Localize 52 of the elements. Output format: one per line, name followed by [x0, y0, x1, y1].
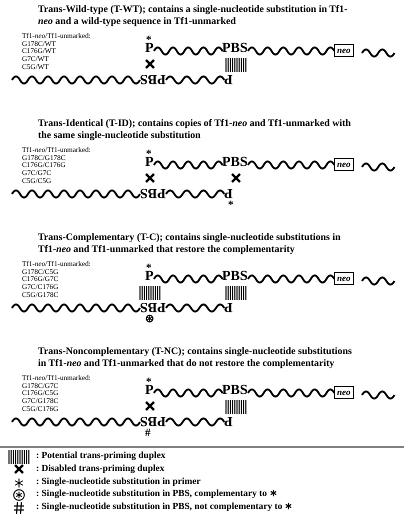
gene-box: neo	[334, 158, 354, 171]
rna-strand	[164, 418, 225, 426]
rna-strand	[152, 160, 223, 170]
gene-box: neo	[334, 386, 354, 399]
rna-strand	[164, 190, 225, 198]
primer-label: P	[224, 185, 233, 199]
rna-strand	[360, 390, 395, 399]
primer-label: P	[224, 71, 233, 85]
substitution-mark: ⊛	[145, 314, 154, 325]
pbs-label: PBS	[140, 185, 166, 199]
primer-label: P	[145, 270, 154, 284]
primer-label: P	[224, 413, 233, 427]
rna-strand	[152, 388, 223, 398]
pbs-label: PBS	[222, 156, 248, 170]
rna-strand	[360, 48, 395, 57]
rna-strand	[246, 160, 335, 170]
legend-text: : Potential trans-priming duplex	[36, 452, 166, 462]
rna-strand	[11, 418, 141, 426]
pbs-label: PBS	[140, 413, 166, 427]
primer-label: P	[145, 156, 154, 170]
rna-strand	[11, 304, 141, 312]
primer-label: P	[224, 299, 233, 313]
panel-heading: Trans-Identical (T-ID); contains copies of Tf1-neo and Tf1-unmarked with the same single-nucleotide substitution	[38, 118, 352, 141]
pbs-label: PBS	[140, 299, 166, 313]
pbs-label: PBS	[140, 71, 166, 85]
rna-strand	[246, 388, 335, 398]
primer-label: P	[145, 42, 154, 56]
rna-strand	[152, 46, 223, 56]
primer-label: P	[145, 384, 154, 398]
gene-box: neo	[334, 272, 354, 285]
rna-strand	[11, 190, 141, 198]
pbs-label: PBS	[222, 384, 248, 398]
rna-strand	[164, 76, 225, 84]
rna-strand	[11, 76, 141, 84]
legend-text: : Disabled trans-priming duplex	[36, 464, 164, 474]
pbs-label: PBS	[222, 42, 248, 56]
rna-strand	[246, 274, 335, 284]
panel-heading: Trans-Complementary (T-C); contains single-nucleotide substitutions in Tf1-neo and Tf1-unmarked that restore the complementarity	[38, 232, 342, 255]
rna-strand	[152, 274, 223, 284]
rna-strand	[246, 46, 335, 56]
pbs-label: PBS	[222, 270, 248, 284]
rna-strand	[164, 304, 225, 312]
legend-text: : Single-nucleotide substitution in PBS, not complementary to ∗	[36, 503, 293, 513]
substitution-mark: *	[228, 200, 234, 211]
legend-text: : Single-nucleotide substitution in PBS, complementary to ∗	[36, 490, 278, 500]
substitution-mark: #	[145, 428, 150, 439]
legend-text: : Single-nucleotide substitution in primer	[36, 478, 201, 487]
rna-strand	[360, 162, 395, 171]
gene-box: neo	[334, 44, 354, 57]
panel-heading: Trans-Noncomplementary (T-NC); contains single-nucleotide substitutions in Tf1-neo and Tf1-unmarked that do not restore the complementarity	[38, 346, 353, 369]
panel-heading: Trans-Wild-type (T-WT); contains a single-nucleotide substitution in Tf1-neo and a wild-type sequence in Tf1-unmarked	[38, 4, 348, 27]
rna-strand	[360, 276, 395, 285]
